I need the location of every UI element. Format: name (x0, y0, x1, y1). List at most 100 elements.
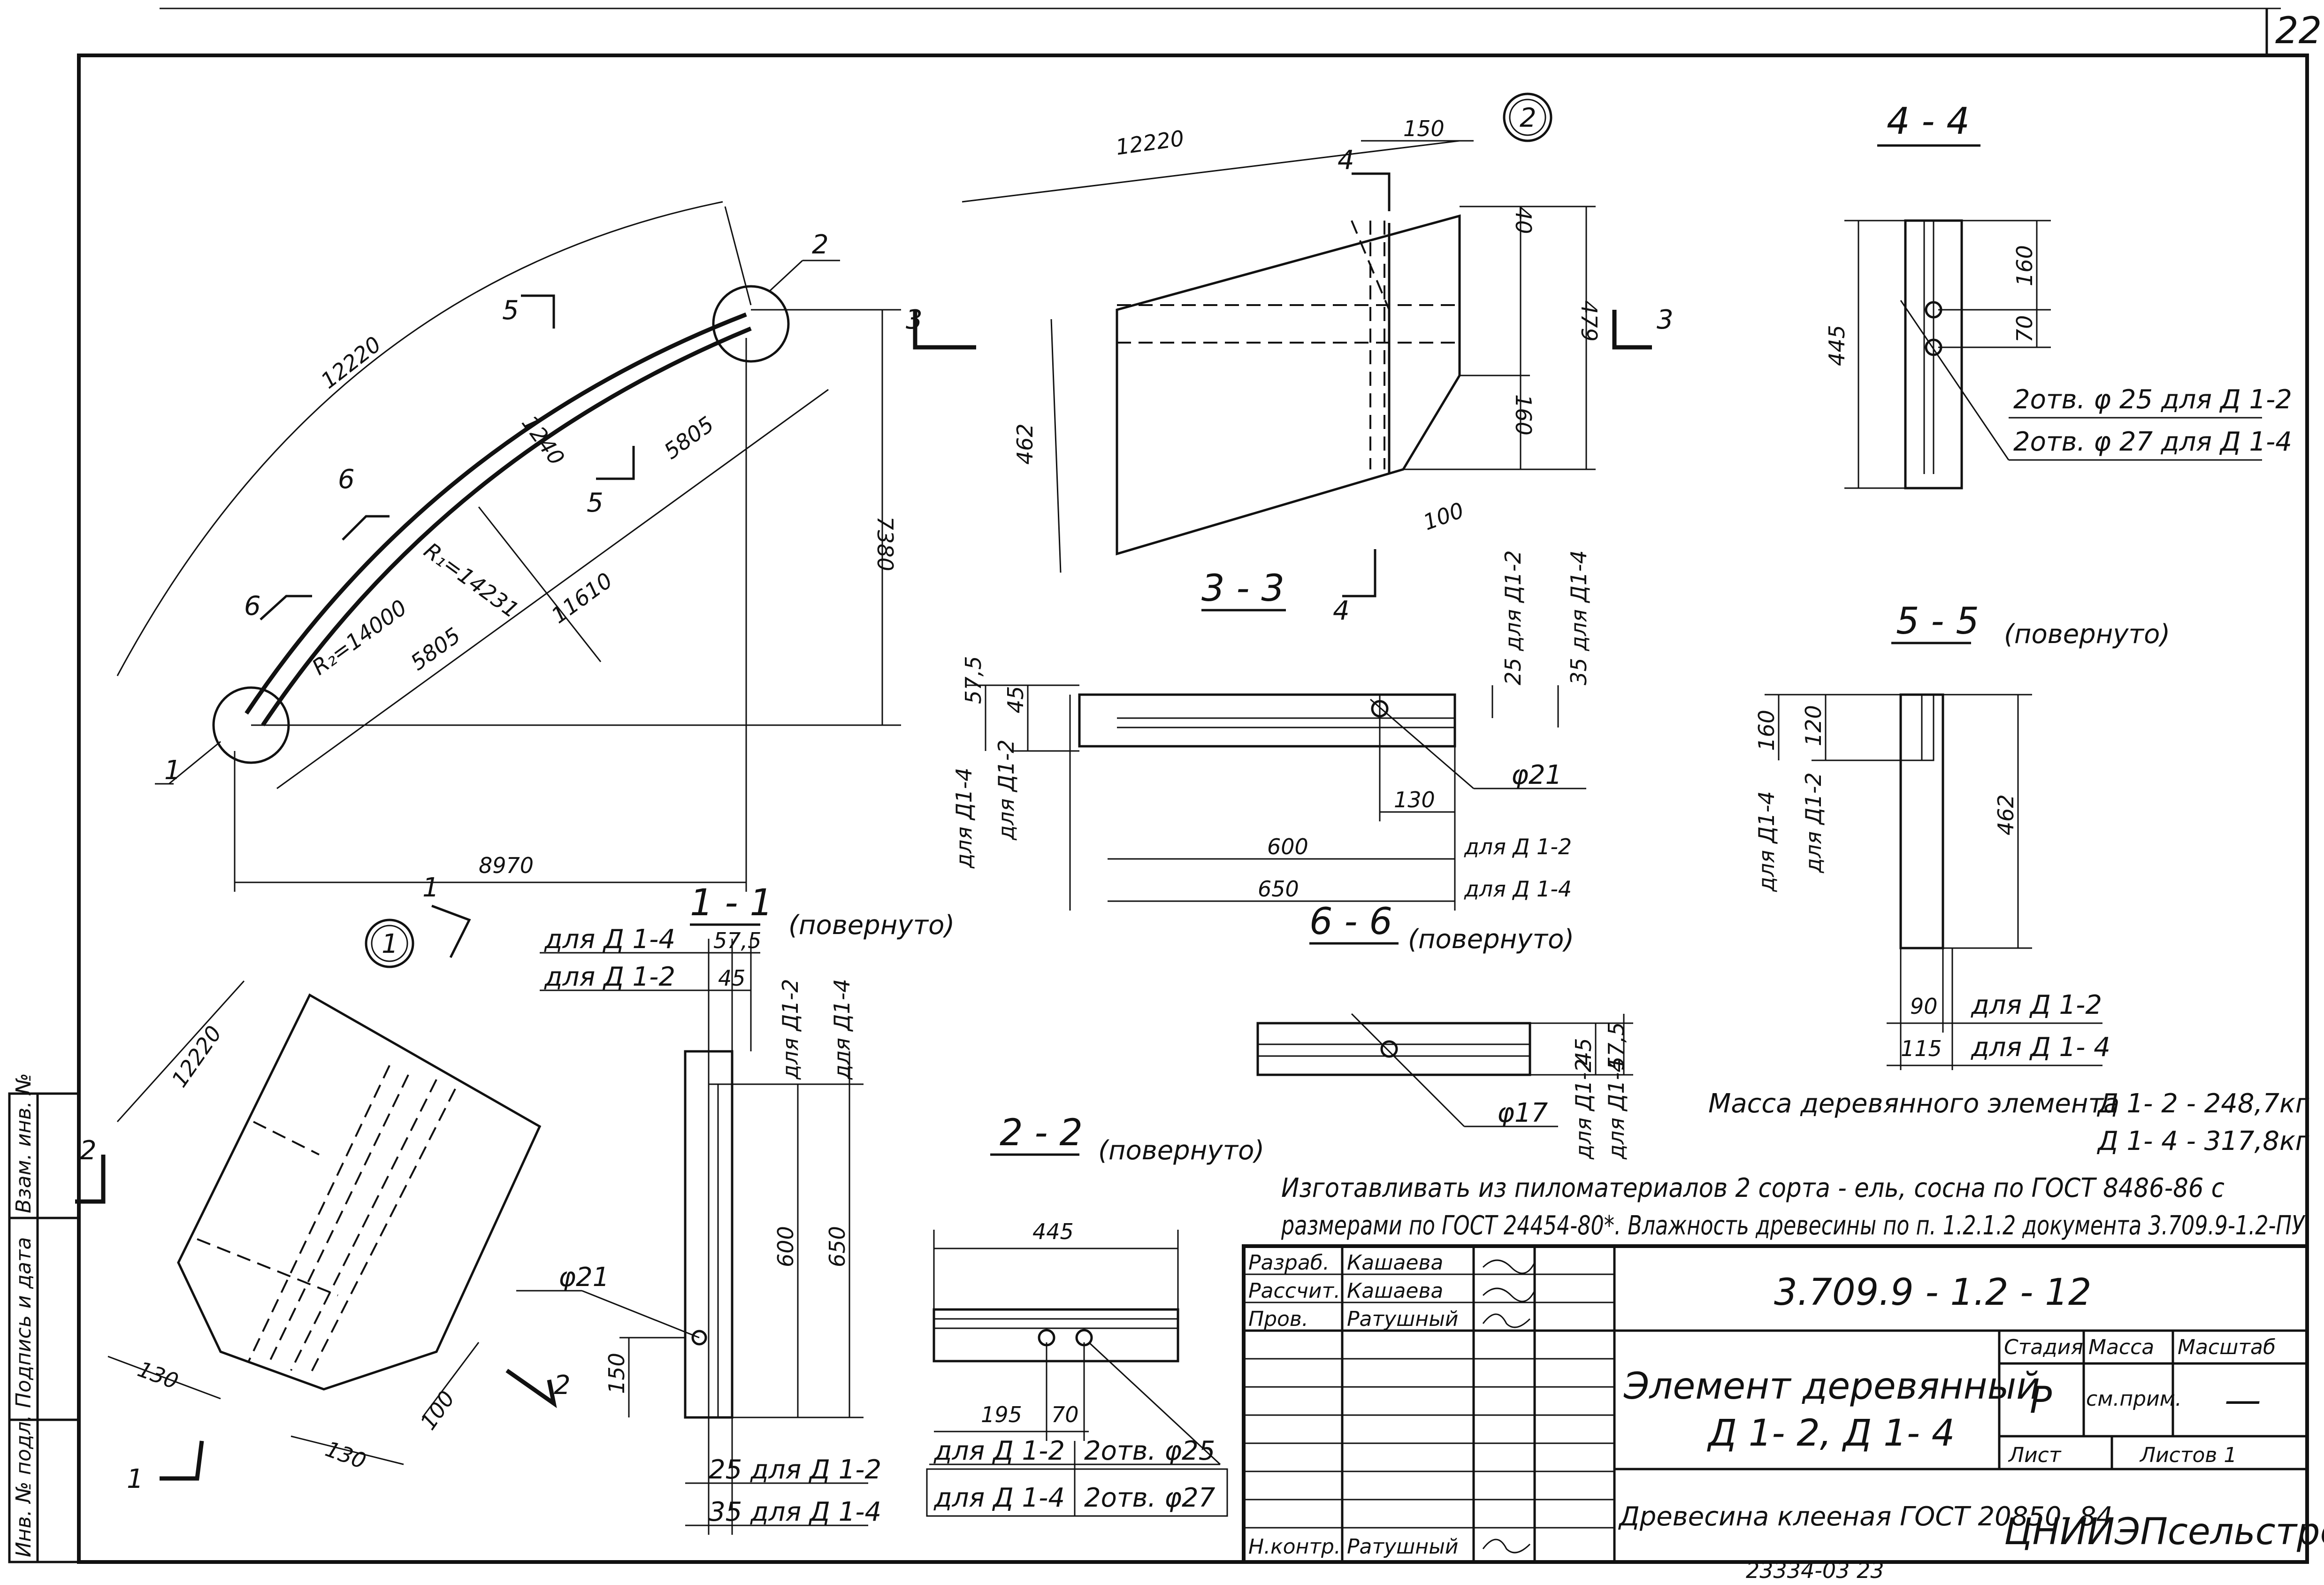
section-5-5-dim-115: 115 (1901, 1036, 1942, 1061)
section-5-5-dim-160: 160 (1754, 710, 1779, 751)
section-2-2-r2a: для Д 1-4 (933, 1483, 1065, 1513)
dim-half-1: 5805 (406, 622, 465, 675)
section-1-1-phi: φ21 (558, 1262, 609, 1293)
detail-2-outline (1116, 214, 1461, 556)
detail-2-462-dim (1050, 319, 1062, 573)
arch-bottom-edge (261, 326, 752, 727)
section-1-1-note: (повернуто) (788, 910, 955, 941)
section-3-3-dim-575: 57,5 (961, 656, 986, 704)
section-6-6-phi: φ17 (1497, 1098, 1548, 1128)
detail-1-cut-2-left-label: 2 (80, 1135, 97, 1166)
section-6-6: 6 - 6 (повернуто) φ17 45 57,5 для Д1-2 д… (1256, 901, 1633, 1160)
cut-mark-5a (521, 294, 555, 329)
dim-chord: 11610 (547, 567, 617, 628)
cut-5a-label: 5 (502, 295, 519, 326)
detail-2-cut-4-bottom (1342, 549, 1376, 597)
arc-dimension-line (116, 201, 723, 676)
tb-document-code: 3.709.9 - 1.2 - 12 (1774, 1271, 2091, 1314)
chord-dim-line (276, 389, 829, 789)
cut-6b-label: 6 (244, 591, 261, 621)
detail-1-cut-1-bottom-label: 1 (127, 1464, 144, 1494)
dim-rise: 1240 (517, 411, 570, 470)
section-2-2-dim-70: 70 (1051, 1402, 1079, 1427)
tb-stage-value: Р (2030, 1379, 2052, 1422)
detail-1-dim-130a: 130 (134, 1356, 182, 1394)
detail-2-marker-circle (1503, 92, 1552, 142)
general-notes: Масса деревянного элемента Д 1- 2 - 248,… (1281, 1088, 2309, 1241)
sheet-number: 22 (2275, 10, 2322, 52)
section-3-3-dim-600: 600 (1267, 834, 1308, 859)
section-5-5-v14: для Д1-4 (1754, 791, 1779, 892)
section-2-2-dim-195: 195 (981, 1402, 1022, 1427)
detail-2-cut-4-top (1352, 172, 1391, 211)
dim-radius-2: R₂=14000 (307, 595, 412, 680)
dim-radius-1: R₁=14231 (420, 537, 524, 623)
tb-mass-label: Масса (2088, 1335, 2154, 1359)
tb-nkontr-name: Ратушный (1347, 1535, 1459, 1559)
section-3-3-phi: φ21 (1511, 760, 1562, 790)
section-4-4-hole-note-1: 2отв. φ 25 для Д 1-2 (2013, 384, 2292, 415)
arc-ext-right (724, 206, 752, 306)
section-5-5-title: 5 - 5 (1896, 600, 1979, 643)
section-5-5-note: (повернуто) (2004, 619, 2170, 650)
detail-1-marker-circle (365, 919, 414, 968)
section-5-5-v12: для Д1-2 (1801, 772, 1826, 873)
dim-arc-length: 12220 (316, 331, 386, 394)
section-4-4: 4 - 4 445 160 70 2отв. φ 25 для Д 1-2 2о… (1824, 100, 2292, 490)
section-1-1-dim-650: 650 (825, 1226, 850, 1267)
dim-half-2: 5805 (659, 411, 719, 464)
arch-top-edge (245, 312, 747, 715)
detail-1: 1 12220 130 130 100 2 2 1 1 (75, 873, 571, 1494)
section-1-1-v14: для Д1-4 (829, 979, 855, 1080)
sheet-frame: 22 23334-03 23 (77, 8, 2322, 1583)
tb-name-3: Ратушный (1347, 1307, 1459, 1331)
section-2-2-r1a: для Д 1-2 (933, 1436, 1065, 1466)
section-1-1-t575: 57,5 (713, 928, 761, 953)
detail-2-cut-3-right-label: 3 (1657, 305, 1674, 335)
section-4-4-title: 4 - 4 (1887, 100, 1970, 143)
tb-name-2: Кашаева (1347, 1279, 1443, 1303)
section-1-1-dim-150: 150 (604, 1353, 629, 1394)
section-3-3-dim-130: 130 (1394, 787, 1435, 812)
cut-5b-label: 5 (587, 488, 604, 518)
tb-name-1: Кашаева (1347, 1251, 1443, 1275)
section-1-1-b35: 35 для Д 1-4 (709, 1497, 881, 1527)
tb-role-1: Разраб. (1248, 1251, 1330, 1275)
section-5-5: 5 - 5 (повернуто) 160 120 462 для Д1-4 д… (1754, 600, 2170, 1070)
detail-1-cut-1-top (431, 904, 471, 958)
tb-organization: ЦНИИЭПсельстрой (2004, 1511, 2324, 1553)
section-2-2-title: 2 - 2 (1000, 1112, 1083, 1154)
section-4-4-dim-160: 160 (2012, 245, 2037, 286)
manufacture-note-1: Изготавливать из пиломатериалов 2 сорта … (1281, 1173, 2225, 1203)
mass-d1-2: Д 1- 2 - 248,7кг (2096, 1088, 2309, 1119)
manufacture-note-2: размерами по ГОСТ 24454-80*. Влажность д… (1281, 1210, 2306, 1241)
tb-scale-label: Масштаб (2178, 1335, 2276, 1359)
detail-2-dim-462: 462 (1012, 423, 1038, 465)
detail-2-dim-479: 479 (1576, 300, 1602, 342)
section-6-6-l12: для Д1-2 (1571, 1058, 1596, 1160)
section-6-6-hole (1380, 1040, 1398, 1058)
tb-role-2: Рассчит. (1248, 1279, 1340, 1303)
detail-1-cut-2-right (505, 1369, 557, 1409)
section-6-6-note: (повернуто) (1408, 924, 1574, 955)
tb-sheet-label: Лист (2008, 1443, 2062, 1467)
side-stamp: Взам. инв. № Подпись и дата Инв. № подл. (8, 1073, 80, 1563)
section-1-1: 1 - 1 (повернуто) для Д 1-4 57,5 для Д 1… (516, 882, 955, 1535)
section-3-3-outline (1078, 693, 1456, 748)
detail-1-cut-2-right-label: 2 (554, 1370, 571, 1401)
detail-2-cut-4-top-label: 4 (1338, 145, 1354, 176)
title-block: Разраб. Кашаева Рассчит. Кашаева Пров. Р… (1242, 1244, 2324, 1564)
midline (478, 506, 602, 662)
tb-role-3: Пров. (1248, 1307, 1308, 1331)
stamp-inv-original: Инв. № подл. (12, 1415, 36, 1557)
section-3-3-l14: для Д1-4 (951, 767, 977, 869)
tb-stage-label: Стадия (2004, 1335, 2083, 1359)
cut-mark-6b (260, 595, 312, 620)
stamp-sign-date: Подпись и дата (12, 1237, 36, 1408)
tb-element-marks: Д 1- 2, Д 1- 4 (1707, 1412, 1955, 1455)
section-2-2-outline (933, 1308, 1179, 1363)
detail-1-arc-dim (116, 980, 245, 1123)
section-5-5-dim-462: 462 (1993, 794, 2018, 835)
section-2-2-r2b: 2отв. φ27 (1084, 1483, 1216, 1513)
